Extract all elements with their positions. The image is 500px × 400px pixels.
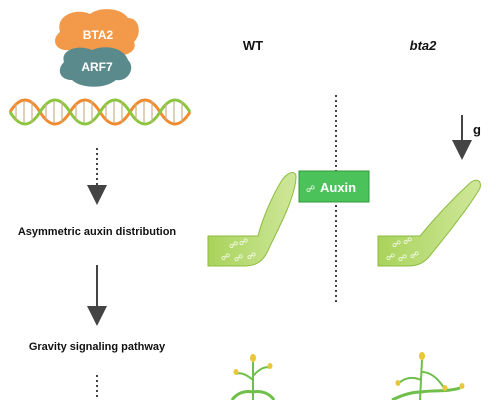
auxin-molecule-icon: ☍ [386, 253, 395, 263]
dna-rungs [15, 101, 183, 123]
dna-helix [8, 98, 192, 126]
bta2-root-shape [377, 179, 481, 267]
auxin-molecule-icon: ☍ [234, 254, 243, 264]
wt-header: WT [243, 38, 263, 53]
plant-seedling-icon [391, 352, 465, 400]
arf7-blob [59, 47, 132, 87]
bta2-auxin-marks: ☍ ☍ ☍ ☍ ☍ [386, 237, 419, 264]
step-asymmetric-auxin: Asymmetric auxin distribution [18, 226, 177, 238]
auxin-molecule-icon: ☍ [410, 251, 419, 261]
auxin-legend-box [298, 170, 370, 203]
gravity-label: g [473, 122, 481, 137]
auxin-legend-label: Auxin [320, 180, 356, 195]
auxin-molecule-icon: ☍ [403, 237, 412, 247]
dna-strand-green [8, 98, 192, 126]
step-gravity-signaling: Gravity signaling pathway [29, 341, 166, 353]
bta2-root: ☍ ☍ ☍ ☍ ☍ [377, 179, 481, 267]
protein-complex: BTA2 ARF7 [55, 9, 139, 87]
bta2-label: BTA2 [83, 28, 114, 42]
auxin-molecule-icon: ☍ [239, 238, 248, 248]
auxin-molecule-icon: ☍ [221, 253, 230, 263]
arf7-label: ARF7 [81, 60, 113, 74]
auxin-molecule-icon: ☍ [398, 254, 407, 264]
bta2-header: bta2 [410, 38, 438, 53]
auxin-molecule-icon: ☍ [229, 241, 238, 251]
wt-root: ☍ ☍ ☍ ☍ ☍ [207, 172, 297, 267]
wt-auxin-marks: ☍ ☍ ☍ ☍ ☍ [221, 238, 256, 264]
bta2-blob [55, 9, 139, 58]
wt-root-shape [207, 172, 297, 267]
auxin-molecule-icon: ☍ [306, 185, 315, 195]
plant-seedling-icon [230, 354, 276, 400]
auxin-legend: ☍ Auxin [298, 170, 370, 203]
auxin-molecule-icon: ☍ [392, 240, 401, 250]
auxin-molecule-icon: ☍ [247, 252, 256, 262]
